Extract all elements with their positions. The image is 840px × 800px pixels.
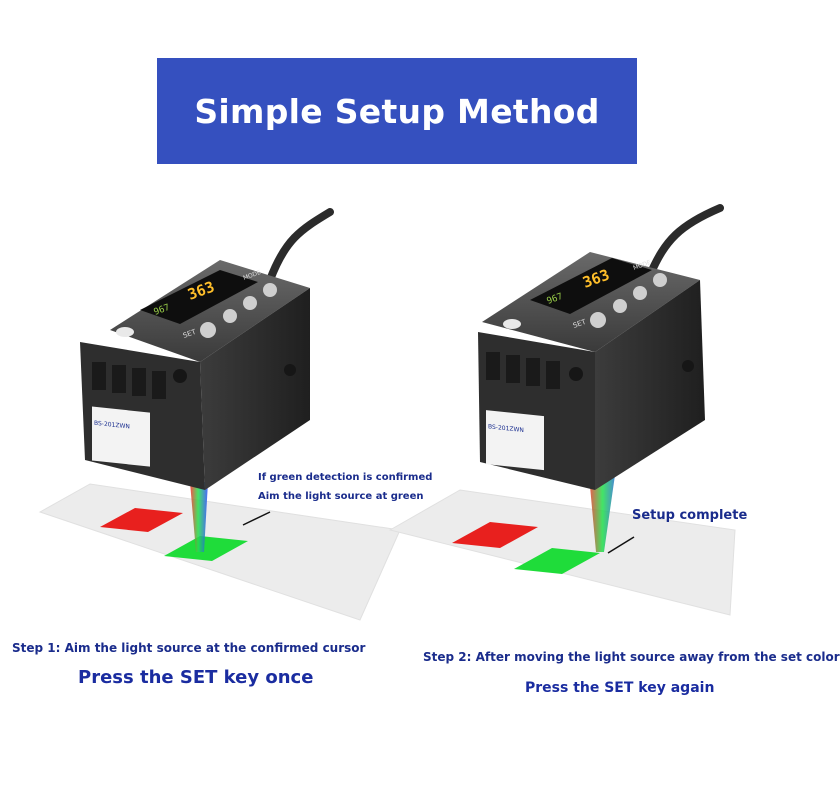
confirm-note: If green detection is confirmed (258, 472, 433, 483)
set-key (590, 312, 606, 328)
light-beam (190, 482, 208, 552)
step1-press-label: Press the SET key once (78, 667, 314, 688)
green-strip (164, 536, 248, 561)
green-strip (514, 548, 600, 574)
sensor-scene-1: 363 967 SET MODE BS-201ZWN (38, 208, 401, 621)
step1-illustration: 363 967 SET MODE BS-201ZWN (30, 200, 420, 621)
step1-label: Step 1: Aim the light source at the conf… (12, 641, 366, 655)
aim-note: Aim the light source at green (258, 491, 424, 502)
title-banner: Simple Setup Method (157, 58, 637, 164)
page-title: Simple Setup Method (194, 91, 600, 131)
set-key (200, 322, 216, 338)
step2-label: Step 2: After moving the light source aw… (423, 650, 840, 664)
red-strip (452, 522, 538, 548)
setup-complete-label: Setup complete (632, 508, 748, 523)
svg-text:BS-201ZWN: BS-201ZWN (94, 420, 130, 431)
step2-press-label: Press the SET key again (525, 680, 715, 696)
red-strip (100, 508, 183, 532)
step2-illustration: 363 967 SET MODE BS-201ZWN (388, 200, 790, 620)
sensor-scene-2: 363 967 SET MODE BS-201ZWN (388, 204, 736, 616)
svg-text:BS-201ZWN: BS-201ZWN (488, 423, 524, 434)
